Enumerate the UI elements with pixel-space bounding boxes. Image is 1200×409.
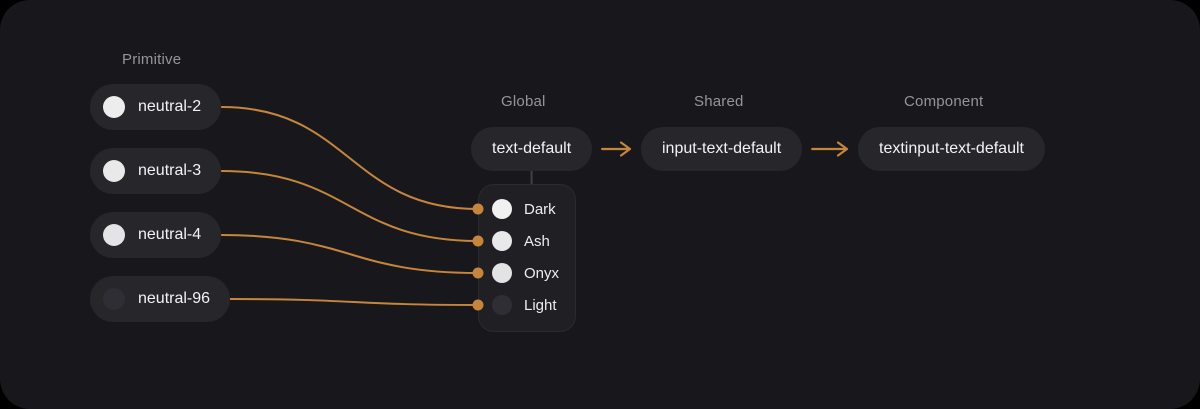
theme-row-ash[interactable]: Ash xyxy=(479,225,575,257)
theme-label: Dark xyxy=(524,200,556,218)
shared-token-input-text-default[interactable]: input-text-default xyxy=(641,127,803,171)
primitive-token-label: neutral-96 xyxy=(138,290,211,307)
global-token-text-default[interactable]: text-default xyxy=(471,127,593,171)
primitive-token-neutral-3[interactable]: neutral-3 xyxy=(90,148,222,194)
shared-column-label: Shared xyxy=(694,93,744,110)
theme-row-light[interactable]: Light xyxy=(479,289,575,321)
theme-label: Light xyxy=(524,296,557,314)
global-column-label: Global xyxy=(501,93,546,110)
color-swatch xyxy=(492,295,512,315)
component-column-label: Component xyxy=(904,93,984,110)
global-token-label: text-default xyxy=(492,140,572,157)
color-swatch xyxy=(492,231,512,251)
primitive-token-label: neutral-2 xyxy=(138,98,202,115)
color-swatch xyxy=(103,96,125,118)
color-swatch xyxy=(103,160,125,182)
color-swatch xyxy=(492,199,512,219)
theme-values-panel: Dark Ash Onyx Light xyxy=(478,184,576,332)
theme-label: Ash xyxy=(524,232,550,250)
primitive-token-label: neutral-3 xyxy=(138,162,202,179)
primitive-token-neutral-96[interactable]: neutral-96 xyxy=(90,276,231,322)
theme-label: Onyx xyxy=(524,264,560,282)
color-swatch xyxy=(103,224,125,246)
theme-row-onyx[interactable]: Onyx xyxy=(479,257,575,289)
primitive-token-neutral-4[interactable]: neutral-4 xyxy=(90,212,222,258)
component-token-textinput-text-default[interactable]: textinput-text-default xyxy=(858,127,1045,171)
primitive-token-label: neutral-4 xyxy=(138,226,202,243)
shared-token-label: input-text-default xyxy=(662,140,782,157)
color-swatch xyxy=(492,263,512,283)
primitive-column-label: Primitive xyxy=(122,51,182,68)
theme-row-dark[interactable]: Dark xyxy=(479,193,575,225)
primitive-token-neutral-2[interactable]: neutral-2 xyxy=(90,84,222,130)
color-swatch xyxy=(103,288,125,310)
component-token-label: textinput-text-default xyxy=(879,140,1024,157)
